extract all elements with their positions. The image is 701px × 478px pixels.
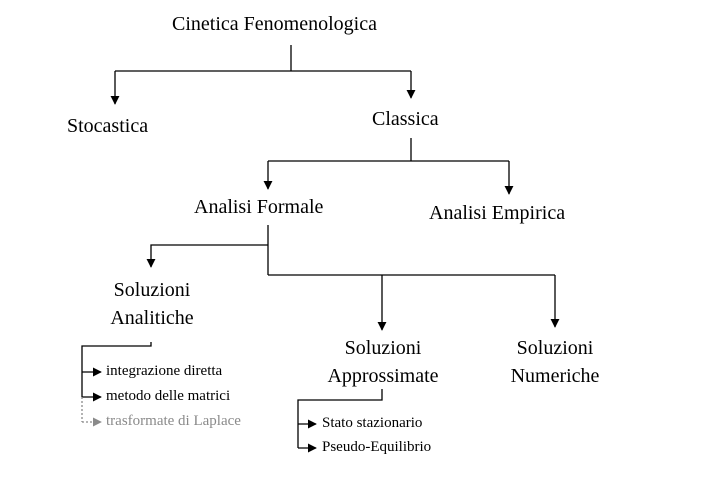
node-stocastica: Stocastica — [67, 115, 149, 137]
node-soluzioni-numeriche-line1: Soluzioni — [516, 337, 594, 359]
item-pseudo-equilibrio: Pseudo-Equilibrio — [322, 439, 432, 455]
item-trasformate-di-laplace: trasformate di Laplace — [106, 413, 241, 429]
node-soluzioni-approssimate-line1: Soluzioni — [344, 337, 422, 359]
node-soluzioni-numeriche-line2: Numeriche — [510, 365, 600, 387]
node-soluzioni-analitiche-line2: Analitiche — [110, 307, 194, 329]
arrow-to-soluzioni-analitiche — [146, 244, 268, 268]
node-soluzioni-numeriche: Soluzioni Numeriche — [490, 337, 620, 388]
node-classica: Classica — [372, 108, 439, 130]
item-metodo-delle-matrici: metodo delle matrici — [106, 388, 231, 404]
item-integrazione-diretta: integrazione diretta — [106, 363, 223, 379]
node-soluzioni-approssimate-line2: Approssimate — [327, 365, 439, 387]
node-soluzioni-analitiche: Soluzioni Analitiche — [86, 279, 218, 330]
node-soluzioni-analitiche-line1: Soluzioni — [113, 279, 191, 301]
node-cinetica-fenomenologica: Cinetica Fenomenologica — [172, 13, 377, 35]
node-analisi-formale: Analisi Formale — [194, 196, 324, 218]
item-stato-stazionario: Stato stazionario — [322, 415, 423, 431]
node-analisi-empirica: Analisi Empirica — [429, 202, 566, 224]
node-soluzioni-approssimate: Soluzioni Approssimate — [308, 337, 458, 388]
